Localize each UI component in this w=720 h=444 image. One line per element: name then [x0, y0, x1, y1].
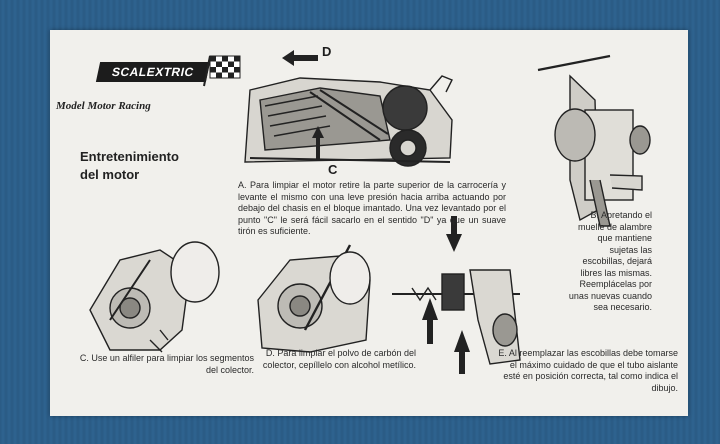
arrow-down-icon [446, 216, 462, 252]
label-d: D [322, 44, 332, 59]
heading-line-2: del motor [80, 167, 140, 182]
figure-a-motor-chassis [244, 75, 453, 167]
heading-line-1: Entretenimiento [80, 149, 179, 164]
label-c: C [328, 162, 338, 177]
figure-b-brush-spring [537, 54, 651, 227]
figure-e-insulating-tube [392, 269, 521, 365]
caption-c: C. Use un alfiler para limpiar los segme… [79, 353, 254, 375]
caption-b: B. Apretando el muelle de alambre que ma… [568, 210, 652, 312]
caption-d: D. Para limpiar el polvo de carbón del c… [262, 348, 416, 370]
checkered-flag-icon [203, 55, 241, 87]
tagline: Model Motor Racing [56, 100, 151, 112]
arrow-c-icon [312, 126, 324, 160]
illustrations [89, 50, 651, 374]
arrow-up-icon [422, 298, 470, 374]
figure-d-brush-cleaning [257, 244, 371, 353]
caption-e: E. Al reemplazar las escobillas debe tom… [498, 348, 678, 393]
instruction-sheet: SCALEXTRIC Model Motor Racing Entretenim… [50, 30, 688, 416]
brand-logo: SCALEXTRIC [95, 52, 248, 88]
figure-c-pin-cleaning [89, 241, 220, 353]
caption-a: A. Para limpiar el motor retire la parte… [238, 180, 506, 236]
arrow-d-icon [282, 50, 318, 66]
section-heading: Entretenimiento del motor [80, 148, 240, 184]
